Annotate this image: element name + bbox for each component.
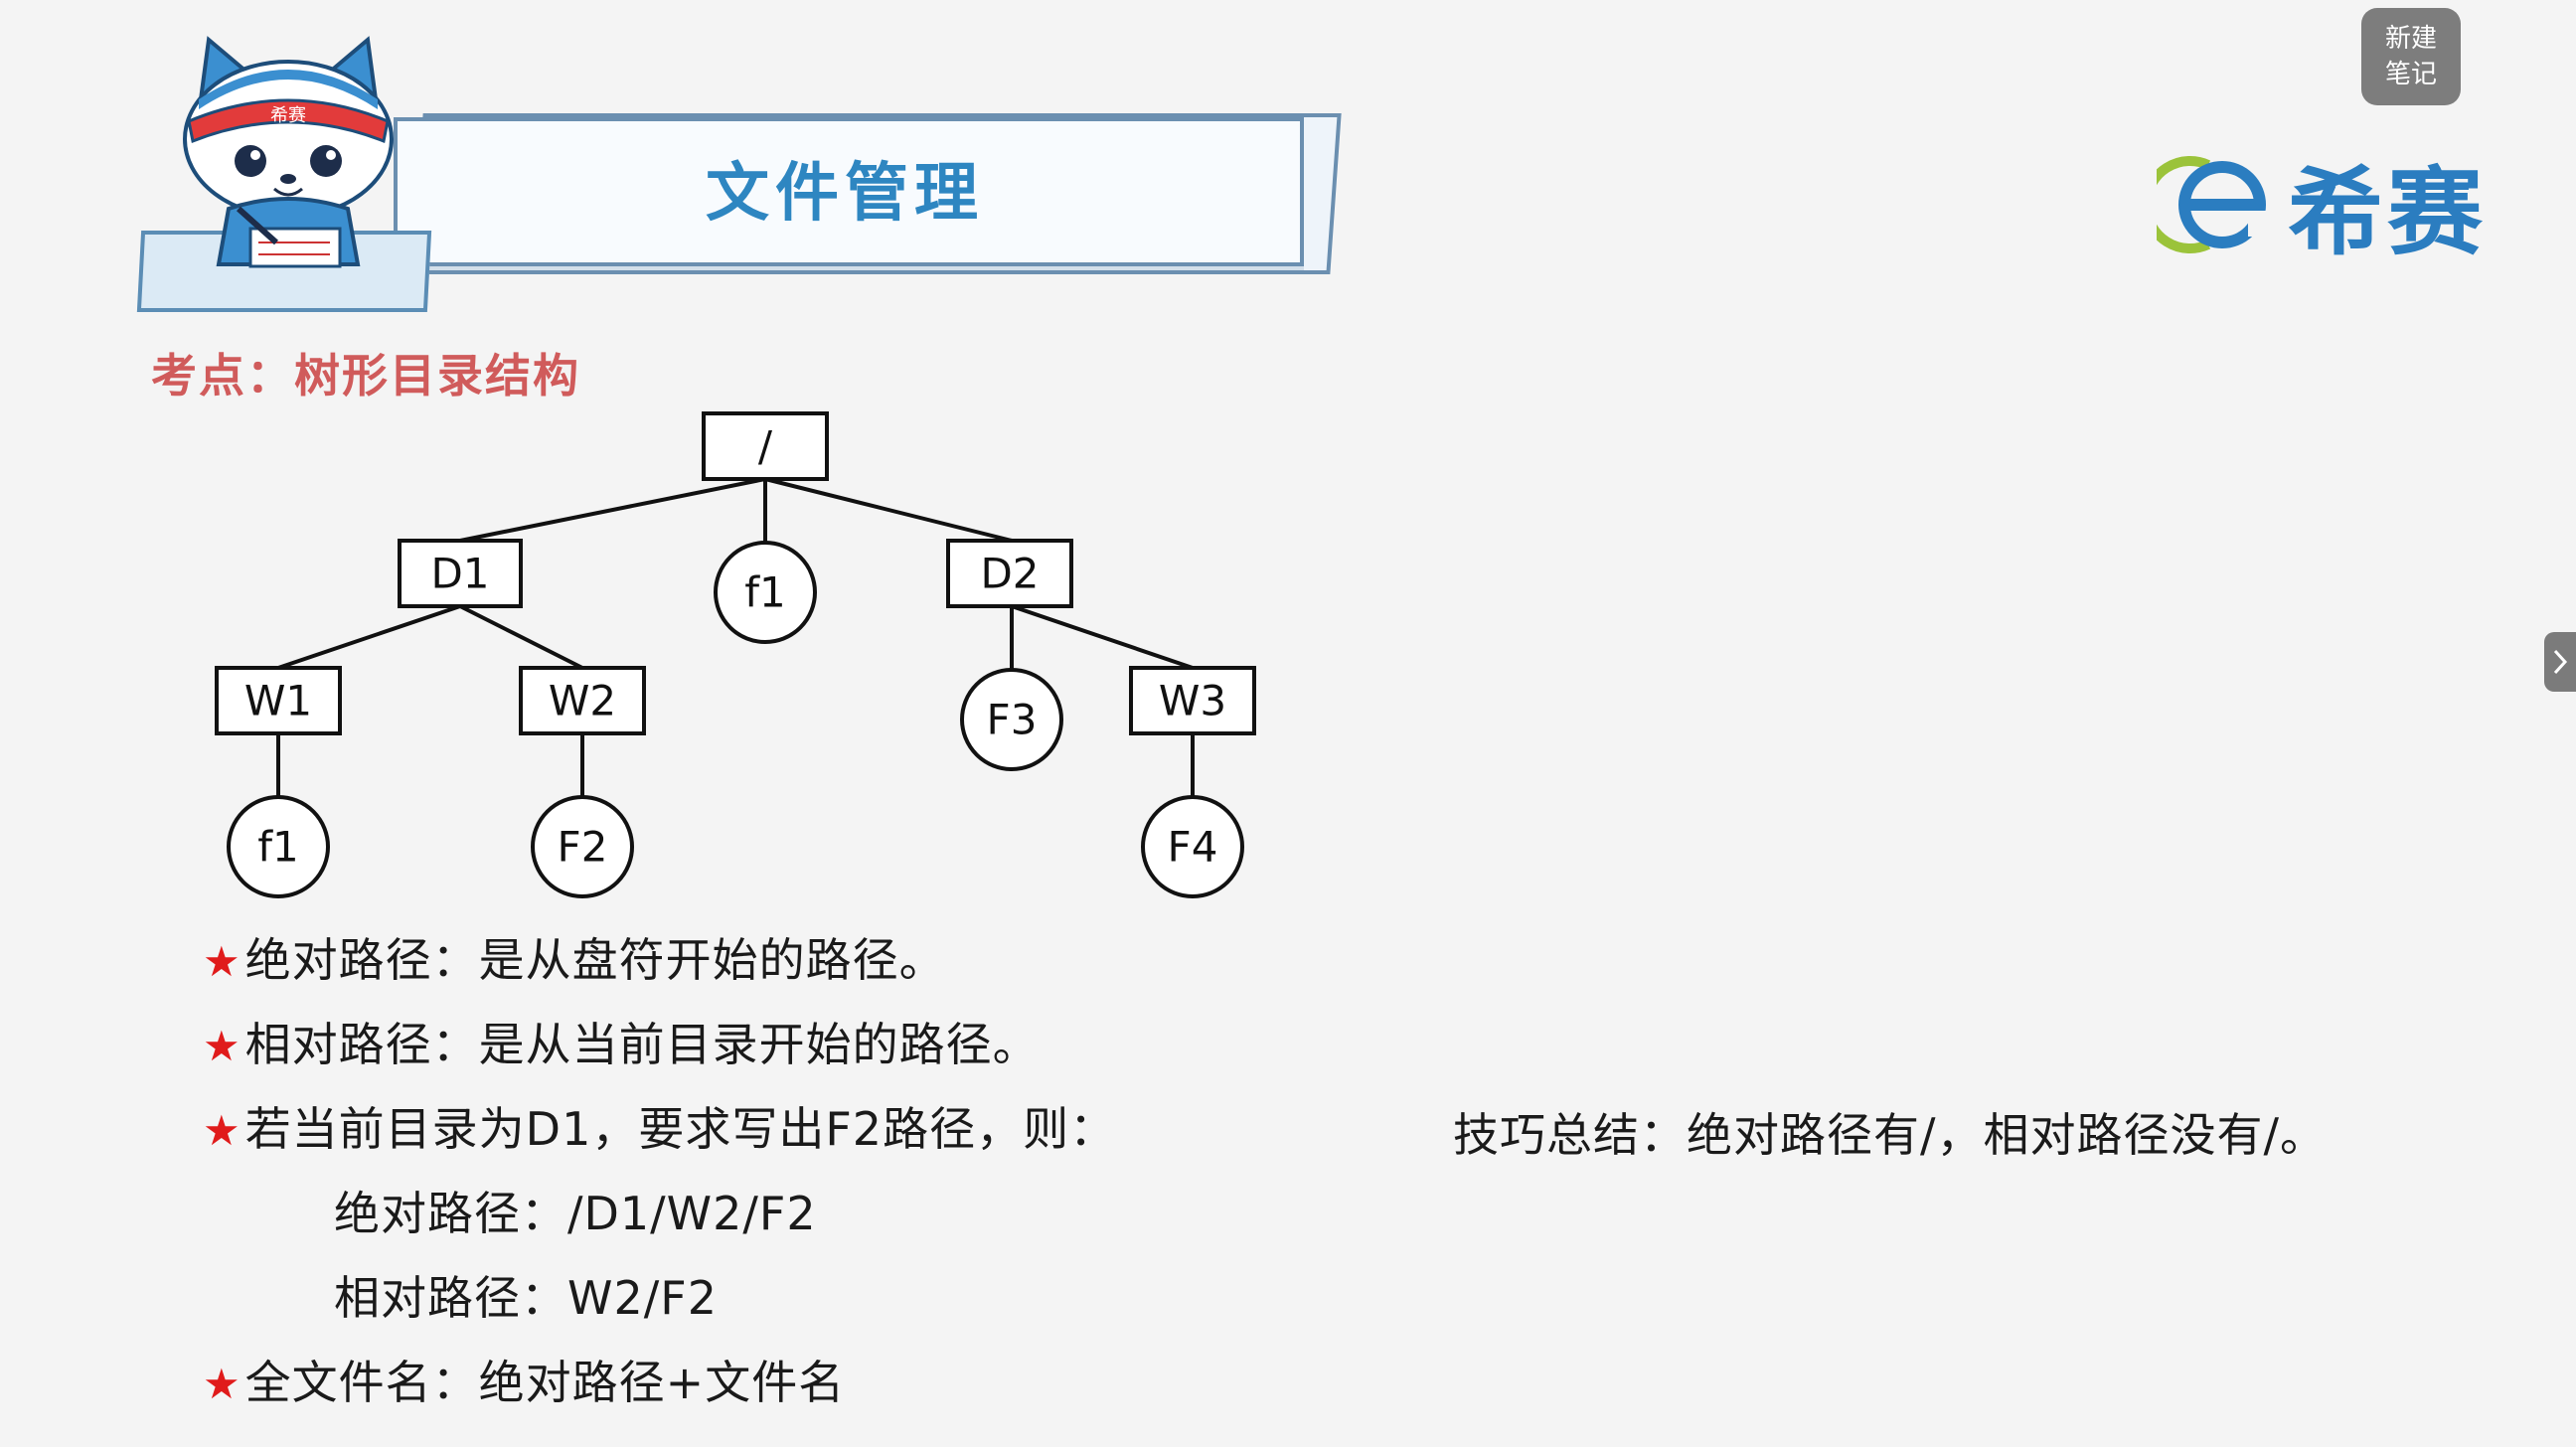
new-note-button[interactable]: 新建 笔记 <box>2361 8 2461 105</box>
node-f3-label: F3 <box>987 696 1038 744</box>
node-f4 <box>1141 795 1244 898</box>
tip-summary: 技巧总结：绝对路径有/，相对路径没有/。 <box>1453 1108 2327 1162</box>
bullet-example-text: 若当前目录为D1，要求写出F2路径，则： <box>244 1102 1117 1156</box>
edge-root-d1 <box>459 477 766 543</box>
brand-logo: 希赛 <box>2157 135 2487 273</box>
node-f2 <box>531 795 634 898</box>
bullet-full-filename: ★全文件名：绝对路径+文件名 <box>203 1347 845 1412</box>
node-f1-mid <box>714 541 817 644</box>
bullet-full-filename-text: 全文件名：绝对路径+文件名 <box>244 1356 846 1409</box>
example-absolute-path: 绝对路径：/D1/W2/F2 <box>334 1187 817 1240</box>
side-panel-toggle[interactable] <box>2544 632 2576 692</box>
star-icon: ★ <box>203 1106 242 1155</box>
new-note-label-1: 新建 <box>2384 24 2437 54</box>
star-icon: ★ <box>203 937 242 986</box>
example-relative-path: 相对路径：W2/F2 <box>334 1271 718 1325</box>
node-w2 <box>519 666 646 735</box>
bullet-absolute-path: ★绝对路径：是从盘符开始的路径。 <box>203 924 946 990</box>
node-w3 <box>1129 666 1256 735</box>
node-d2 <box>946 539 1073 608</box>
new-note-label-2: 笔记 <box>2384 60 2437 89</box>
node-d1-label: D1 <box>430 550 489 598</box>
topic-heading: 考点：树形目录结构 <box>151 349 580 402</box>
node-f1-leaf <box>227 795 330 898</box>
node-f4-label: F4 <box>1168 823 1218 872</box>
edge-d2-w3 <box>1011 604 1194 670</box>
node-w2-label: W2 <box>549 677 616 725</box>
bullet-example: ★若当前目录为D1，要求写出F2路径，则： <box>203 1093 1116 1159</box>
mascot-headband-text: 希赛 <box>270 105 306 126</box>
bullet-relative-path: ★相对路径：是从当前目录开始的路径。 <box>203 1009 1040 1074</box>
chevron-right-icon <box>2553 649 2568 675</box>
edge-d1-w1 <box>277 604 461 670</box>
edge-d1-w2 <box>459 604 583 670</box>
node-root-label: / <box>758 422 773 471</box>
edge-root-d2 <box>764 477 1013 543</box>
page-title: 文件管理 <box>706 157 984 231</box>
node-f2-label: F2 <box>558 823 608 872</box>
bullet-absolute-path-text: 绝对路径：是从盘符开始的路径。 <box>244 933 946 987</box>
node-f3 <box>960 668 1063 771</box>
node-w3-label: W3 <box>1159 677 1226 725</box>
node-w1-label: W1 <box>244 677 312 725</box>
node-d1 <box>398 539 523 608</box>
star-icon: ★ <box>203 1360 242 1408</box>
title-banner <box>394 117 1304 266</box>
bullet-relative-path-text: 相对路径：是从当前目录开始的路径。 <box>244 1018 1040 1071</box>
brand-e-icon <box>2157 155 2268 253</box>
mascot-cat-icon: 希赛 <box>183 36 394 268</box>
brand-logo-text: 希赛 <box>2288 157 2487 268</box>
node-root <box>702 411 829 481</box>
node-f1-mid-label: f1 <box>744 568 786 617</box>
node-f1-leaf-label: f1 <box>257 823 299 872</box>
node-w1 <box>215 666 342 735</box>
star-icon: ★ <box>203 1022 242 1070</box>
node-d2-label: D2 <box>980 550 1039 598</box>
